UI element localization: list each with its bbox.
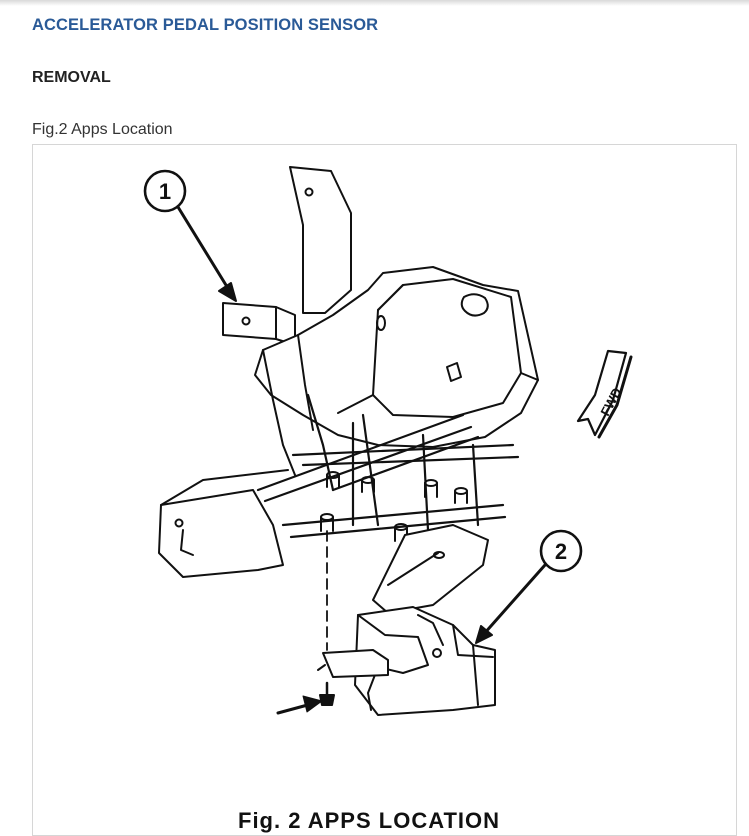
fwd-arrow: FWD xyxy=(576,349,633,439)
pedal-arm xyxy=(372,524,489,614)
upper-mount-tab xyxy=(289,166,352,314)
apps-sensor xyxy=(317,606,496,716)
callout-1: 1 xyxy=(143,169,237,302)
figure-caption: Fig.2 Apps Location xyxy=(32,121,173,138)
left-lower-plate xyxy=(158,469,289,578)
diagram-label: Fig. 2 APPS LOCATION xyxy=(238,808,501,833)
callout-1-number: 1 xyxy=(159,179,171,204)
bolt-arrow xyxy=(276,695,323,715)
top-shadow-bar xyxy=(0,0,749,6)
pedal-bracket-housing xyxy=(254,266,539,476)
callout-2-number: 2 xyxy=(555,539,567,564)
figure-frame: FWD 1 2 Fig. 2 APPS LOCATION xyxy=(32,144,737,836)
left-bracket-tab xyxy=(222,302,296,346)
page-title: ACCELERATOR PEDAL POSITION SENSOR xyxy=(32,16,379,34)
callout-2: 2 xyxy=(475,529,583,644)
mounting-bolt xyxy=(319,681,335,706)
apps-location-diagram: FWD 1 2 xyxy=(143,166,633,716)
mounting-studs xyxy=(320,471,468,542)
section-heading: REMOVAL xyxy=(32,69,111,86)
